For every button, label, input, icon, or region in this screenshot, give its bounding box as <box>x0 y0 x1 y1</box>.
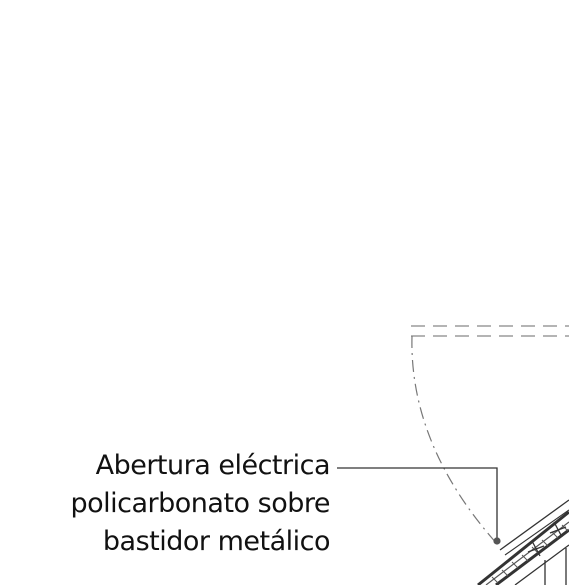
frame-member-b <box>485 521 569 585</box>
frame-member-c <box>495 528 569 585</box>
opening-swing-arc <box>411 335 499 546</box>
panel-edge-outer <box>499 499 569 551</box>
annotation-label: Abertura eléctrica policarbonato sobre b… <box>10 447 331 561</box>
annotation-line-3: bastidor metálico <box>102 526 331 557</box>
annotation-leader-line <box>337 467 498 541</box>
annotation-line-2: policarbonato sobre <box>70 488 331 519</box>
leader-dot <box>493 537 501 545</box>
annotation-line-1: Abertura eléctrica <box>95 450 331 481</box>
frame-fastener-1 <box>527 540 545 557</box>
frame-member-d <box>514 544 569 585</box>
frame-fastener-2 <box>549 521 567 538</box>
frame-member-a <box>477 510 569 585</box>
panel-edge-inner <box>504 509 569 556</box>
